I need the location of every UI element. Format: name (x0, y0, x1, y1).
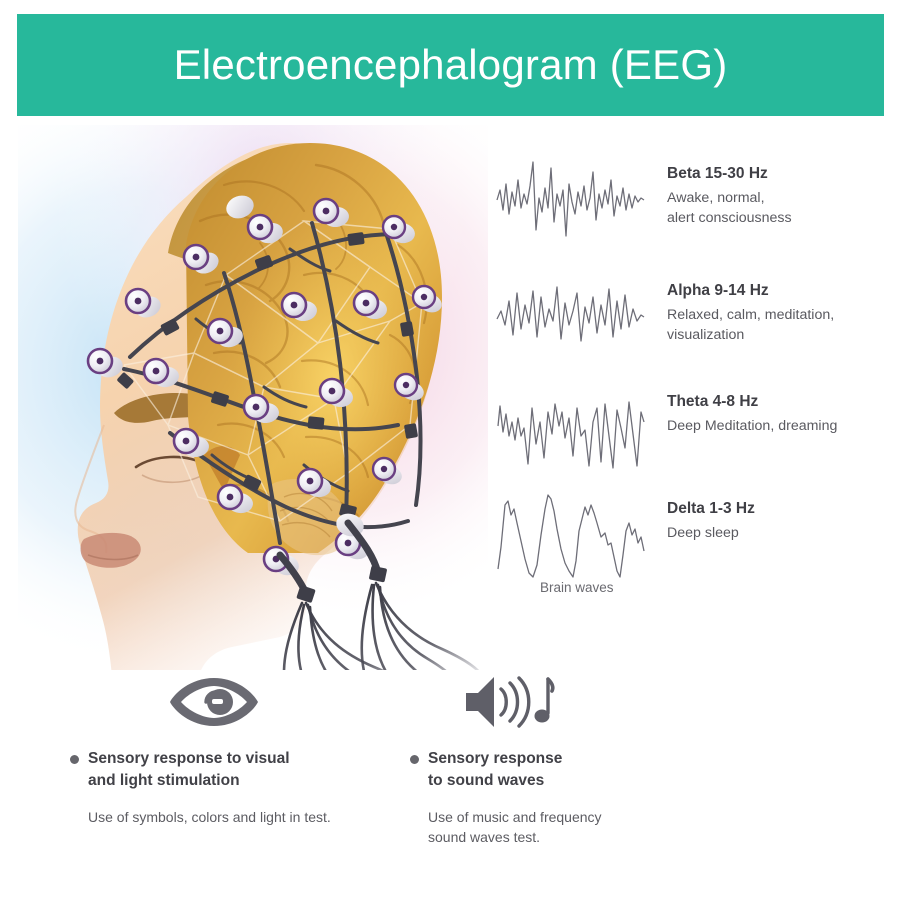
wave-text-alpha: Alpha 9-14 Hz Relaxed, calm, meditation,… (667, 281, 887, 346)
sensory-title-visual: Sensory response to visual and light sti… (88, 750, 290, 789)
wave-row-theta: Theta 4-8 Hz Deep Meditation, dreaming (495, 378, 890, 483)
wave-name-delta: Delta 1-3 Hz (667, 500, 755, 517)
wave-desc-theta: Deep Meditation, dreaming (667, 418, 838, 435)
wave-desc-alpha: Relaxed, calm, meditation, visualization (667, 307, 835, 344)
speaker-music-icon-wrap (410, 668, 740, 736)
speaker-music-icon (466, 676, 555, 728)
wave-text-delta: Delta 1-3 Hz Deep sleep (667, 499, 887, 544)
wave-row-delta: Delta 1-3 Hz Deep sleep (495, 485, 890, 590)
wave-row-beta: Beta 15-30 Hz Awake, normal, alert consc… (495, 150, 890, 255)
eye-icon-wrap (70, 668, 400, 736)
wave-name-theta: Theta 4-8 Hz (667, 393, 759, 410)
wave-name-beta: Beta 15-30 Hz (667, 165, 768, 182)
brain-waves-panel: Beta 15-30 Hz Awake, normal, alert consc… (495, 150, 890, 610)
page-title: Electroencephalogram (EEG) (173, 41, 728, 88)
sensory-heading-sound: Sensory response to sound waves (410, 748, 740, 792)
sensory-subtitle-visual: Use of symbols, colors and light in test… (88, 809, 331, 825)
brain-waves-caption: Brain waves (540, 580, 614, 595)
sensory-block-visual: Sensory response to visual and light sti… (70, 668, 400, 828)
alpha-wave-graphic (496, 286, 645, 342)
wave-row-alpha: Alpha 9-14 Hz Relaxed, calm, meditation,… (495, 267, 890, 372)
wave-name-alpha: Alpha 9-14 Hz (667, 282, 769, 299)
electrodes (86, 195, 442, 576)
cable-connectors (117, 232, 418, 519)
eeg-head-illustration (18, 125, 488, 749)
theta-wave-graphic (497, 401, 645, 469)
wave-desc-delta: Deep sleep (667, 525, 739, 542)
sensory-title-sound: Sensory response to sound waves (428, 750, 563, 789)
beta-wave-graphic (496, 161, 645, 237)
eye-icon (170, 678, 258, 726)
wave-text-beta: Beta 15-30 Hz Awake, normal, alert consc… (667, 164, 887, 229)
bullet-icon (410, 755, 419, 764)
bullet-icon (70, 755, 79, 764)
sensory-block-sound: Sensory response to sound waves Use of m… (410, 668, 740, 848)
header-banner: Electroencephalogram (EEG) (17, 14, 884, 116)
delta-wave-graphic (497, 494, 645, 578)
head-svg (18, 125, 488, 749)
sensory-subtitle-sound: Use of music and frequency sound waves t… (428, 809, 602, 845)
sensory-heading-visual: Sensory response to visual and light sti… (70, 748, 400, 792)
wave-text-theta: Theta 4-8 Hz Deep Meditation, dreaming (667, 392, 887, 437)
wave-desc-beta: Awake, normal, alert consciousness (667, 190, 792, 227)
